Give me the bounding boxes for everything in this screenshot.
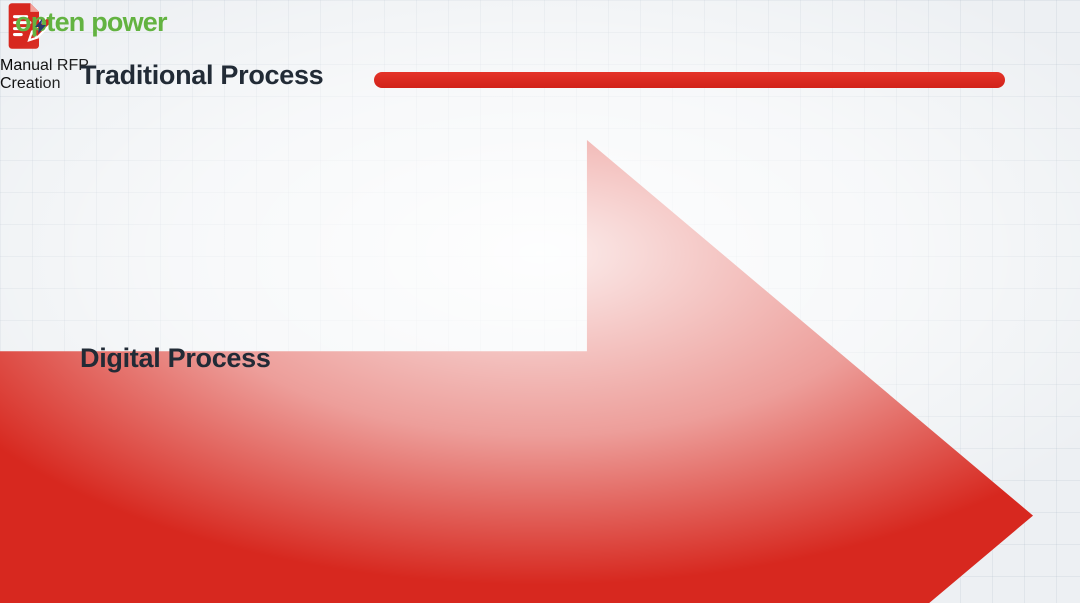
logo-word-opten: opten xyxy=(15,7,85,37)
digital-process-title: Digital Process xyxy=(80,343,271,373)
lightning-icon xyxy=(35,19,46,34)
traditional-process-title: Traditional Process xyxy=(80,60,324,90)
digital-header-bar xyxy=(311,355,1005,371)
brand-logo: opten power xyxy=(15,7,168,38)
logo-word-power: power xyxy=(91,7,167,37)
traditional-header-bar xyxy=(374,72,1005,88)
